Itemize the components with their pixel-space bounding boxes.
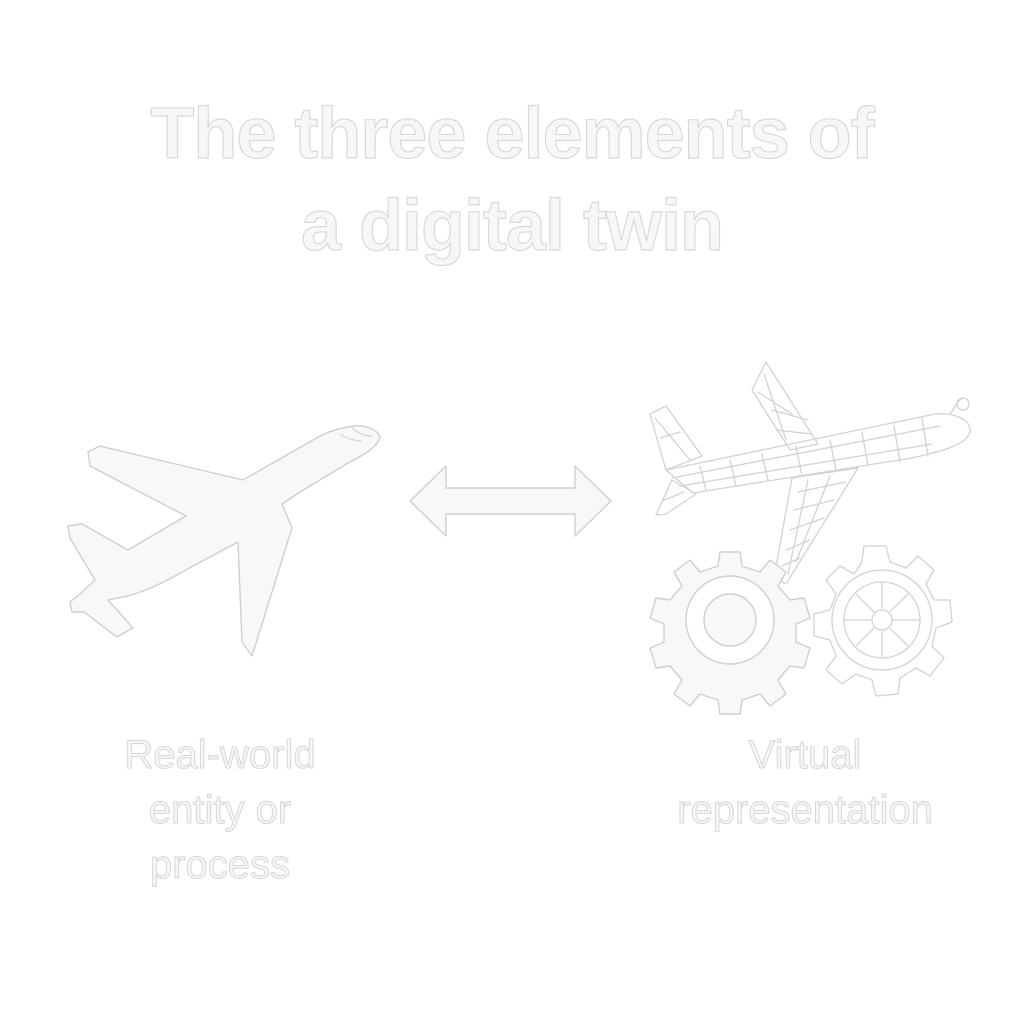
title-line-2: a digital twin [300,185,724,266]
caption-right-line-1: Virtual [748,733,862,778]
double-arrow-icon [409,465,612,537]
title-line-1: The three elements of [150,93,875,174]
caption-left-line-1: Real-world [124,733,316,778]
caption-real-world: Real-world entity or process [60,728,380,893]
caption-left-line-3: process [149,843,291,888]
wireframe-gear-icon [813,545,953,697]
caption-left-line-2: entity or [148,788,292,833]
wireframe-airplane-icon [649,361,971,585]
gear-icon [649,551,811,715]
diagram-title: The three elements of a digital twin [0,88,1024,272]
caption-virtual: Virtual representation [620,728,990,838]
caption-right-line-2: representation [677,788,934,833]
airplane-icon [67,425,381,657]
